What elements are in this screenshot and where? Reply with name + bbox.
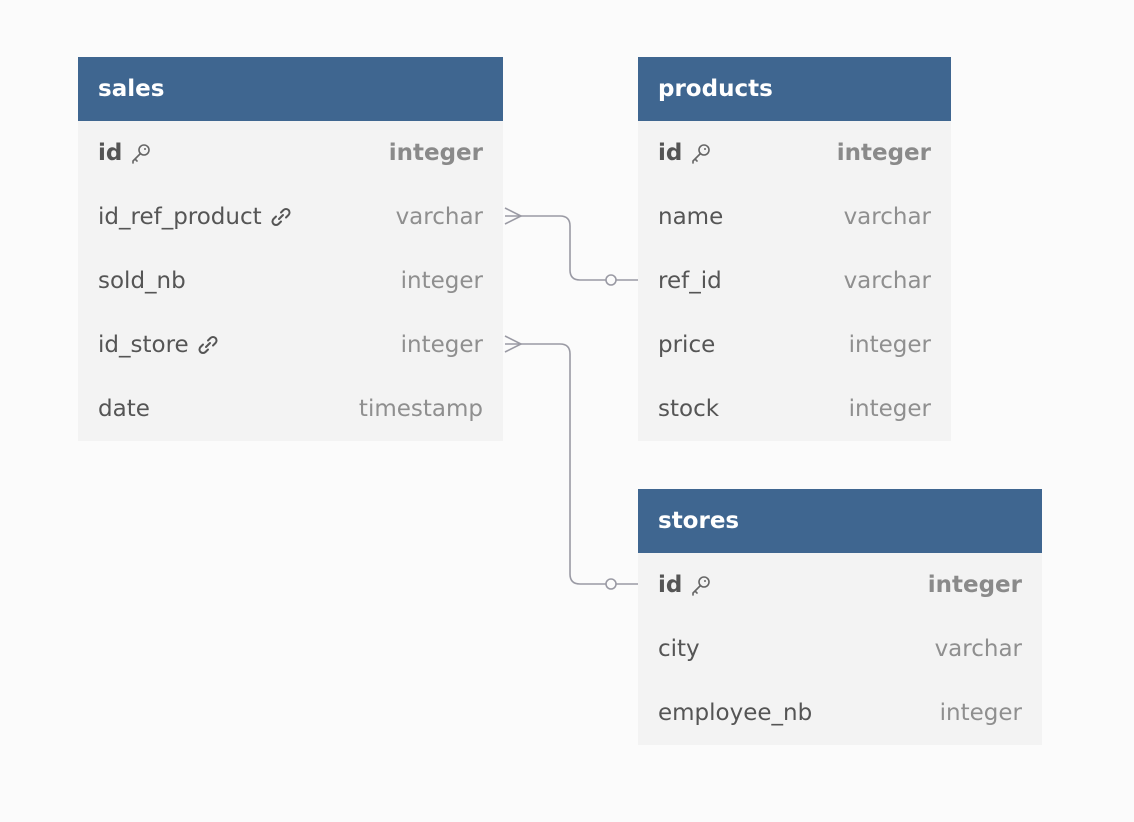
link-icon	[197, 334, 219, 356]
crowfoot-many-icon	[504, 207, 523, 225]
column-name: price	[658, 332, 715, 358]
column-row-sales-sold_nb[interactable]: sold_nb integer	[78, 249, 503, 313]
column-type: varchar	[395, 204, 483, 230]
column-row-stores-id[interactable]: id integer	[638, 553, 1042, 617]
key-icon	[130, 142, 152, 164]
column-name: city	[658, 636, 700, 662]
column-name-text: sold_nb	[98, 268, 186, 294]
column-type: integer	[400, 268, 483, 294]
column-name: id	[658, 140, 712, 166]
column-type: integer	[939, 700, 1022, 726]
column-type: integer	[927, 572, 1022, 598]
column-row-sales-id_ref_product[interactable]: id_ref_product varchar	[78, 185, 503, 249]
column-type: varchar	[843, 204, 931, 230]
column-row-products-name[interactable]: name varchar	[638, 185, 951, 249]
column-name-text: id	[658, 140, 683, 166]
column-name: id	[658, 572, 712, 598]
column-name: ref_id	[658, 268, 722, 294]
column-row-products-stock[interactable]: stock integer	[638, 377, 951, 441]
table-header-products[interactable]: products	[638, 57, 951, 121]
column-name-text: id_ref_product	[98, 204, 262, 230]
column-name-text: id	[98, 140, 123, 166]
column-name-text: price	[658, 332, 716, 358]
column-name-text: name	[658, 204, 724, 230]
column-type: integer	[848, 396, 931, 422]
column-row-stores-city[interactable]: city varchar	[638, 617, 1042, 681]
relation-sales-stores[interactable]	[504, 335, 638, 590]
column-name: id_ref_product	[98, 204, 292, 230]
column-name-text: employee_nb	[658, 700, 813, 726]
one-end-icon	[605, 274, 617, 286]
column-row-sales-id[interactable]: id integer	[78, 121, 503, 185]
column-type: integer	[400, 332, 483, 358]
column-type: integer	[836, 140, 931, 166]
one-end-icon	[605, 578, 617, 590]
column-name-text: city	[658, 636, 700, 662]
column-name: id	[98, 140, 152, 166]
column-name: employee_nb	[658, 700, 812, 726]
relation-sales-products[interactable]	[504, 207, 638, 286]
column-name: sold_nb	[98, 268, 186, 294]
column-name-text: ref_id	[658, 268, 722, 294]
column-name: stock	[658, 396, 719, 422]
column-row-products-id[interactable]: id integer	[638, 121, 951, 185]
table-products[interactable]: products id integer name varchar ref_id varcha…	[638, 57, 951, 441]
table-stores[interactable]: stores id integer city varchar employee_nb int…	[638, 489, 1042, 745]
column-name-text: id	[658, 572, 683, 598]
column-type: varchar	[934, 636, 1022, 662]
column-type: integer	[848, 332, 931, 358]
column-type: varchar	[843, 268, 931, 294]
column-name-text: stock	[658, 396, 720, 422]
column-row-stores-employee_nb[interactable]: employee_nb integer	[638, 681, 1042, 745]
column-name: id_store	[98, 332, 219, 358]
column-type: timestamp	[358, 396, 483, 422]
column-name-text: date	[98, 396, 150, 422]
table-header-stores[interactable]: stores	[638, 489, 1042, 553]
link-icon	[270, 206, 292, 228]
column-row-sales-date[interactable]: date timestamp	[78, 377, 503, 441]
column-row-products-price[interactable]: price integer	[638, 313, 951, 377]
column-row-products-ref_id[interactable]: ref_id varchar	[638, 249, 951, 313]
table-sales[interactable]: sales id integer id_ref_product varchar sold_…	[78, 57, 503, 441]
key-icon	[690, 142, 712, 164]
relation-line	[505, 343, 607, 585]
crowfoot-many-icon	[504, 335, 523, 353]
column-type: integer	[388, 140, 483, 166]
key-icon	[690, 574, 712, 596]
column-name: name	[658, 204, 723, 230]
table-header-sales[interactable]: sales	[78, 57, 503, 121]
relation-line	[505, 215, 607, 281]
column-name: date	[98, 396, 150, 422]
column-name-text: id_store	[98, 332, 189, 358]
column-row-sales-id_store[interactable]: id_store integer	[78, 313, 503, 377]
